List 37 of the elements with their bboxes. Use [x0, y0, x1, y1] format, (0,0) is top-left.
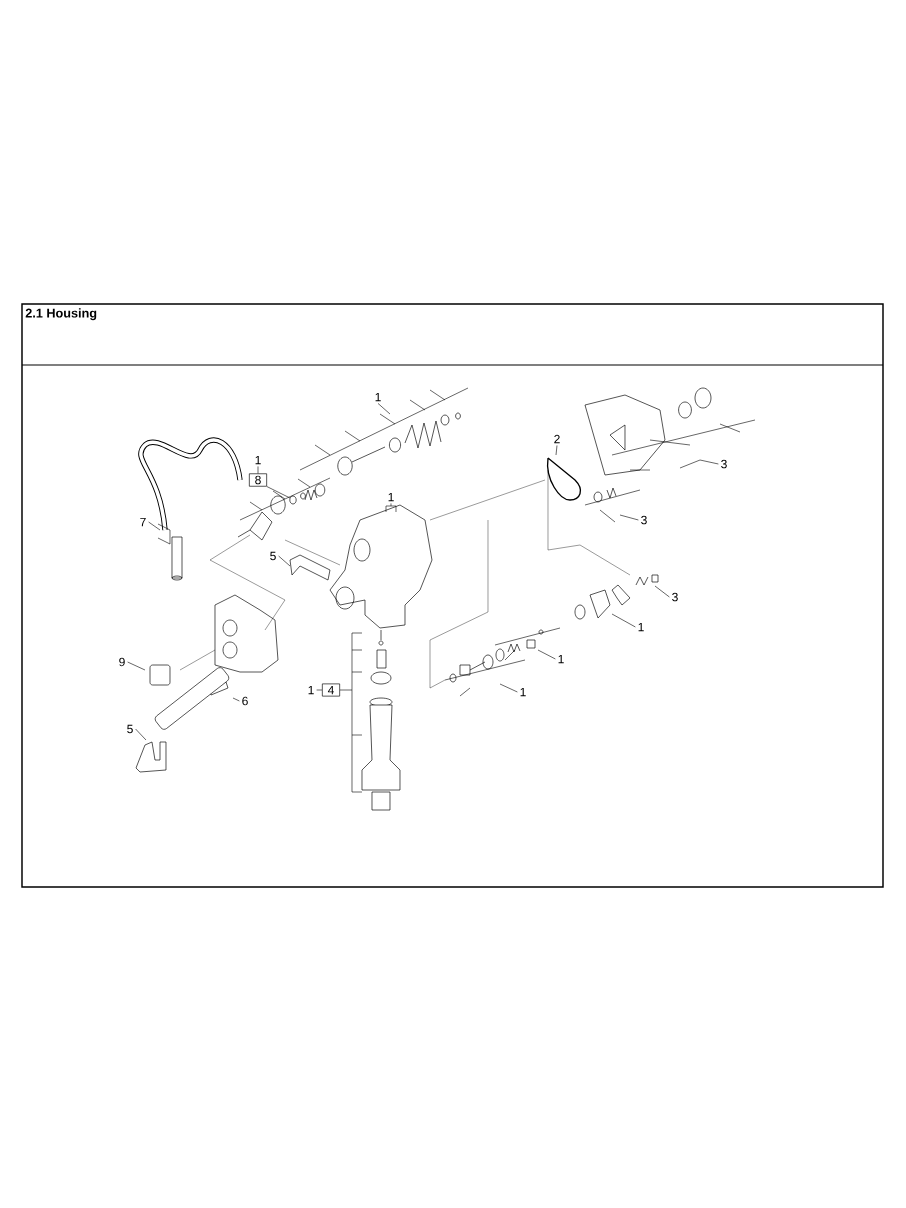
callout-number: 3 — [641, 515, 647, 525]
callout-number: 6 — [242, 696, 248, 706]
title: 2.1 Housing — [25, 308, 97, 321]
callout-number: 1 — [308, 685, 314, 695]
callout-number: 7 — [140, 517, 146, 527]
callout-number: 1 — [375, 392, 381, 402]
leader-line — [611, 419, 756, 471]
leader-line — [316, 689, 323, 691]
leader-line — [257, 466, 259, 474]
callout-number: 1 — [558, 654, 564, 664]
callout-number: 3 — [672, 592, 678, 602]
leader-line — [654, 585, 670, 598]
leader-line — [555, 445, 558, 456]
callout-number: 5 — [270, 551, 276, 561]
callout-number: 2 — [554, 434, 560, 444]
leader-line — [611, 613, 636, 628]
leader-line — [584, 489, 641, 523]
callout-number: 3 — [721, 459, 727, 469]
leader-line — [232, 697, 240, 702]
leader-line — [135, 728, 147, 741]
callout-number: 9 — [119, 657, 125, 667]
callout-number: 5 — [127, 724, 133, 734]
leader-line — [148, 521, 171, 545]
leader-line — [385, 503, 397, 513]
leader-line — [494, 627, 561, 661]
callout-number: 1 — [255, 455, 261, 465]
callout-number: 8 — [249, 473, 267, 487]
leader-line — [239, 477, 331, 521]
callout-number: 1 — [520, 687, 526, 697]
leader-line — [278, 555, 291, 567]
leader-line — [299, 387, 469, 471]
callout-number: 1 — [638, 622, 644, 632]
leader-line — [127, 661, 146, 671]
callout-number: 4 — [322, 683, 340, 697]
leader-line — [444, 659, 526, 697]
leader-line — [339, 632, 363, 793]
callout-number: 1 — [388, 492, 394, 502]
